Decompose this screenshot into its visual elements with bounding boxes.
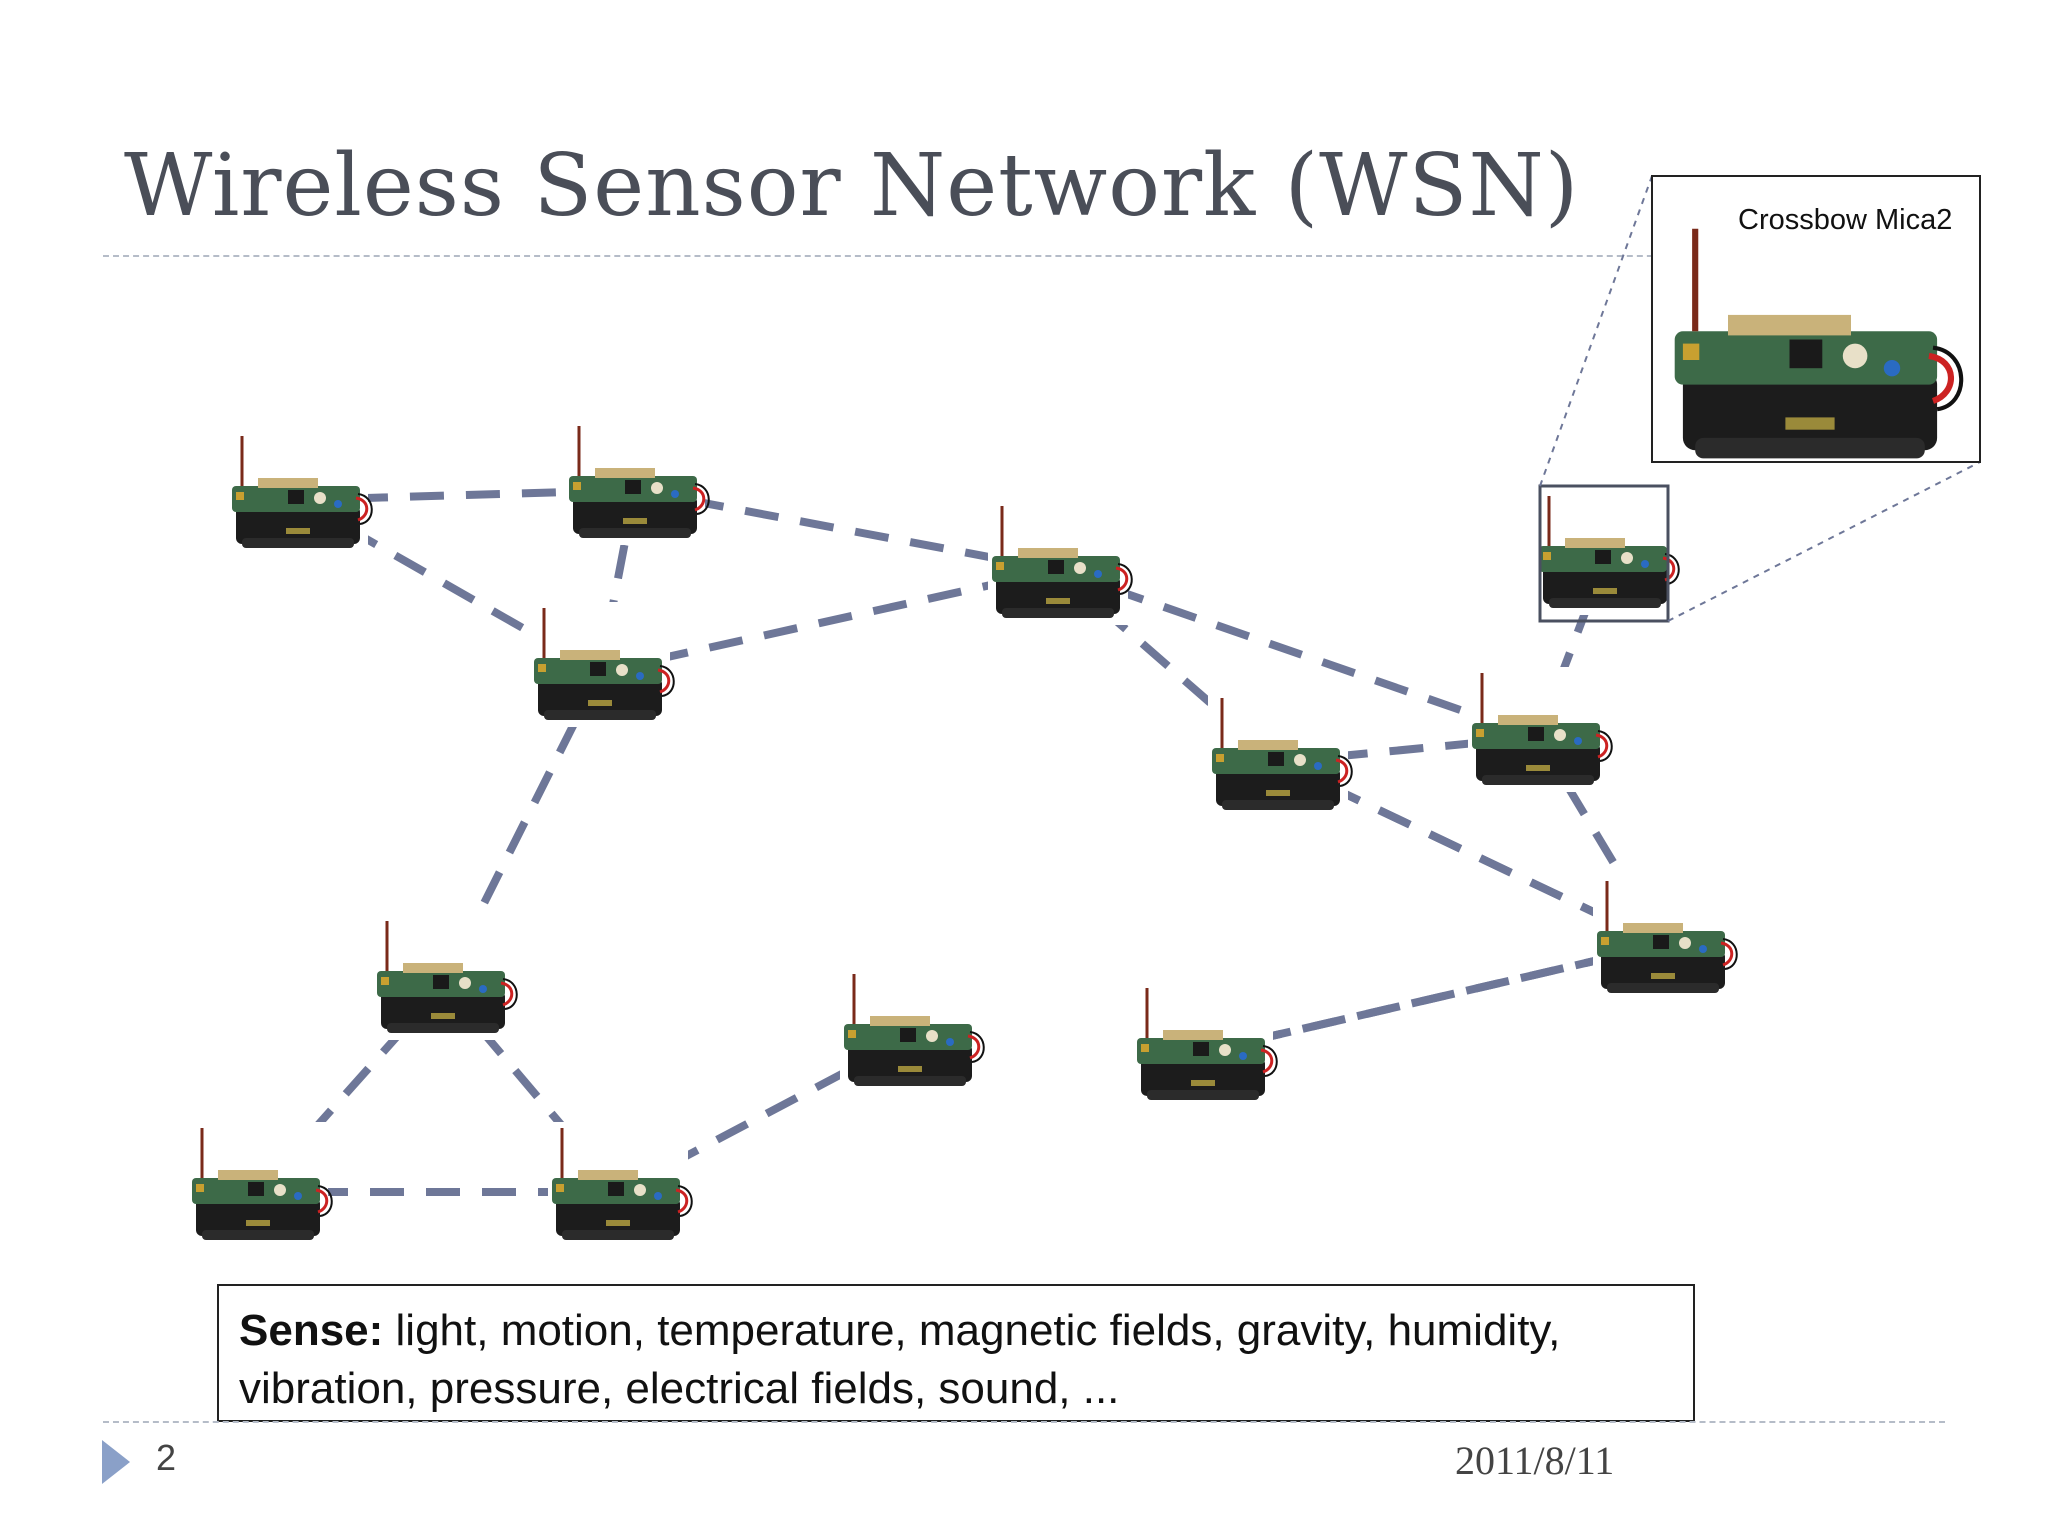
callout-line-top — [1539, 175, 1653, 487]
network-link — [1534, 734, 1667, 948]
sensor-mote-icon — [1593, 875, 1739, 1000]
sensor-mote-icon — [228, 430, 374, 555]
callout-line-bottom — [1667, 461, 1981, 622]
sense-line-1: light, motion, temperature, magnetic fie… — [383, 1306, 1561, 1355]
sensor-mote-icon — [548, 1122, 694, 1247]
sensor-mote-icon — [1468, 667, 1614, 792]
highlight-frame — [1538, 484, 1670, 623]
slide-title: Wireless Sensor Network (WSN) — [124, 136, 1580, 236]
play-arrow-icon — [102, 1440, 130, 1484]
sense-lead: Sense: — [239, 1306, 384, 1355]
footer-divider — [103, 1421, 1945, 1423]
title-divider — [103, 255, 1703, 257]
sensor-mote-icon — [188, 1122, 334, 1247]
sensor-mote-icon — [1133, 982, 1279, 1107]
sensor-mote-icon — [988, 500, 1134, 625]
network-link — [599, 566, 1059, 676]
sensor-mote-icon — [1535, 490, 1681, 615]
sensor-mote-icon — [840, 968, 986, 1093]
sensor-mote-icon — [565, 420, 711, 545]
slide-date: 2011/8/11 — [1455, 1438, 1615, 1483]
network-link — [1056, 566, 1540, 741]
network-nodes — [188, 420, 1739, 1247]
page-number: 2 — [156, 1437, 177, 1478]
sense-line-2: vibration, pressure, electrical fields, … — [239, 1364, 1120, 1413]
sensor-mote-icon — [373, 915, 519, 1040]
network-link — [634, 486, 1059, 574]
sensor-mote-icon — [1208, 692, 1354, 817]
sense-box: Sense: light, motion, temperature, magne… — [217, 1284, 1695, 1422]
network-link — [1202, 941, 1664, 1056]
sensor-mote-icon — [530, 602, 676, 727]
network-link — [1277, 733, 1539, 766]
inset-label: Crossbow Mica2 — [1738, 204, 1953, 236]
